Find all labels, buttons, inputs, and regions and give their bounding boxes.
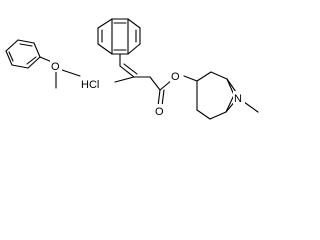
ring-oxygen-label: O [51,61,60,73]
ester-group [157,79,173,107]
tropane-ring [183,71,259,120]
hcl-salt-label: HCl [81,79,99,91]
carbonyl-oxygen-label: O [155,106,164,118]
alkene-chain [114,53,161,91]
bicyclic-aromatic-top [97,18,141,55]
structure-diagram: O HCl O O N [5,18,259,120]
phenyl-ring-left [5,39,41,69]
ester-oxygen-label: O [171,71,180,83]
nitrogen-label: N [234,93,242,105]
